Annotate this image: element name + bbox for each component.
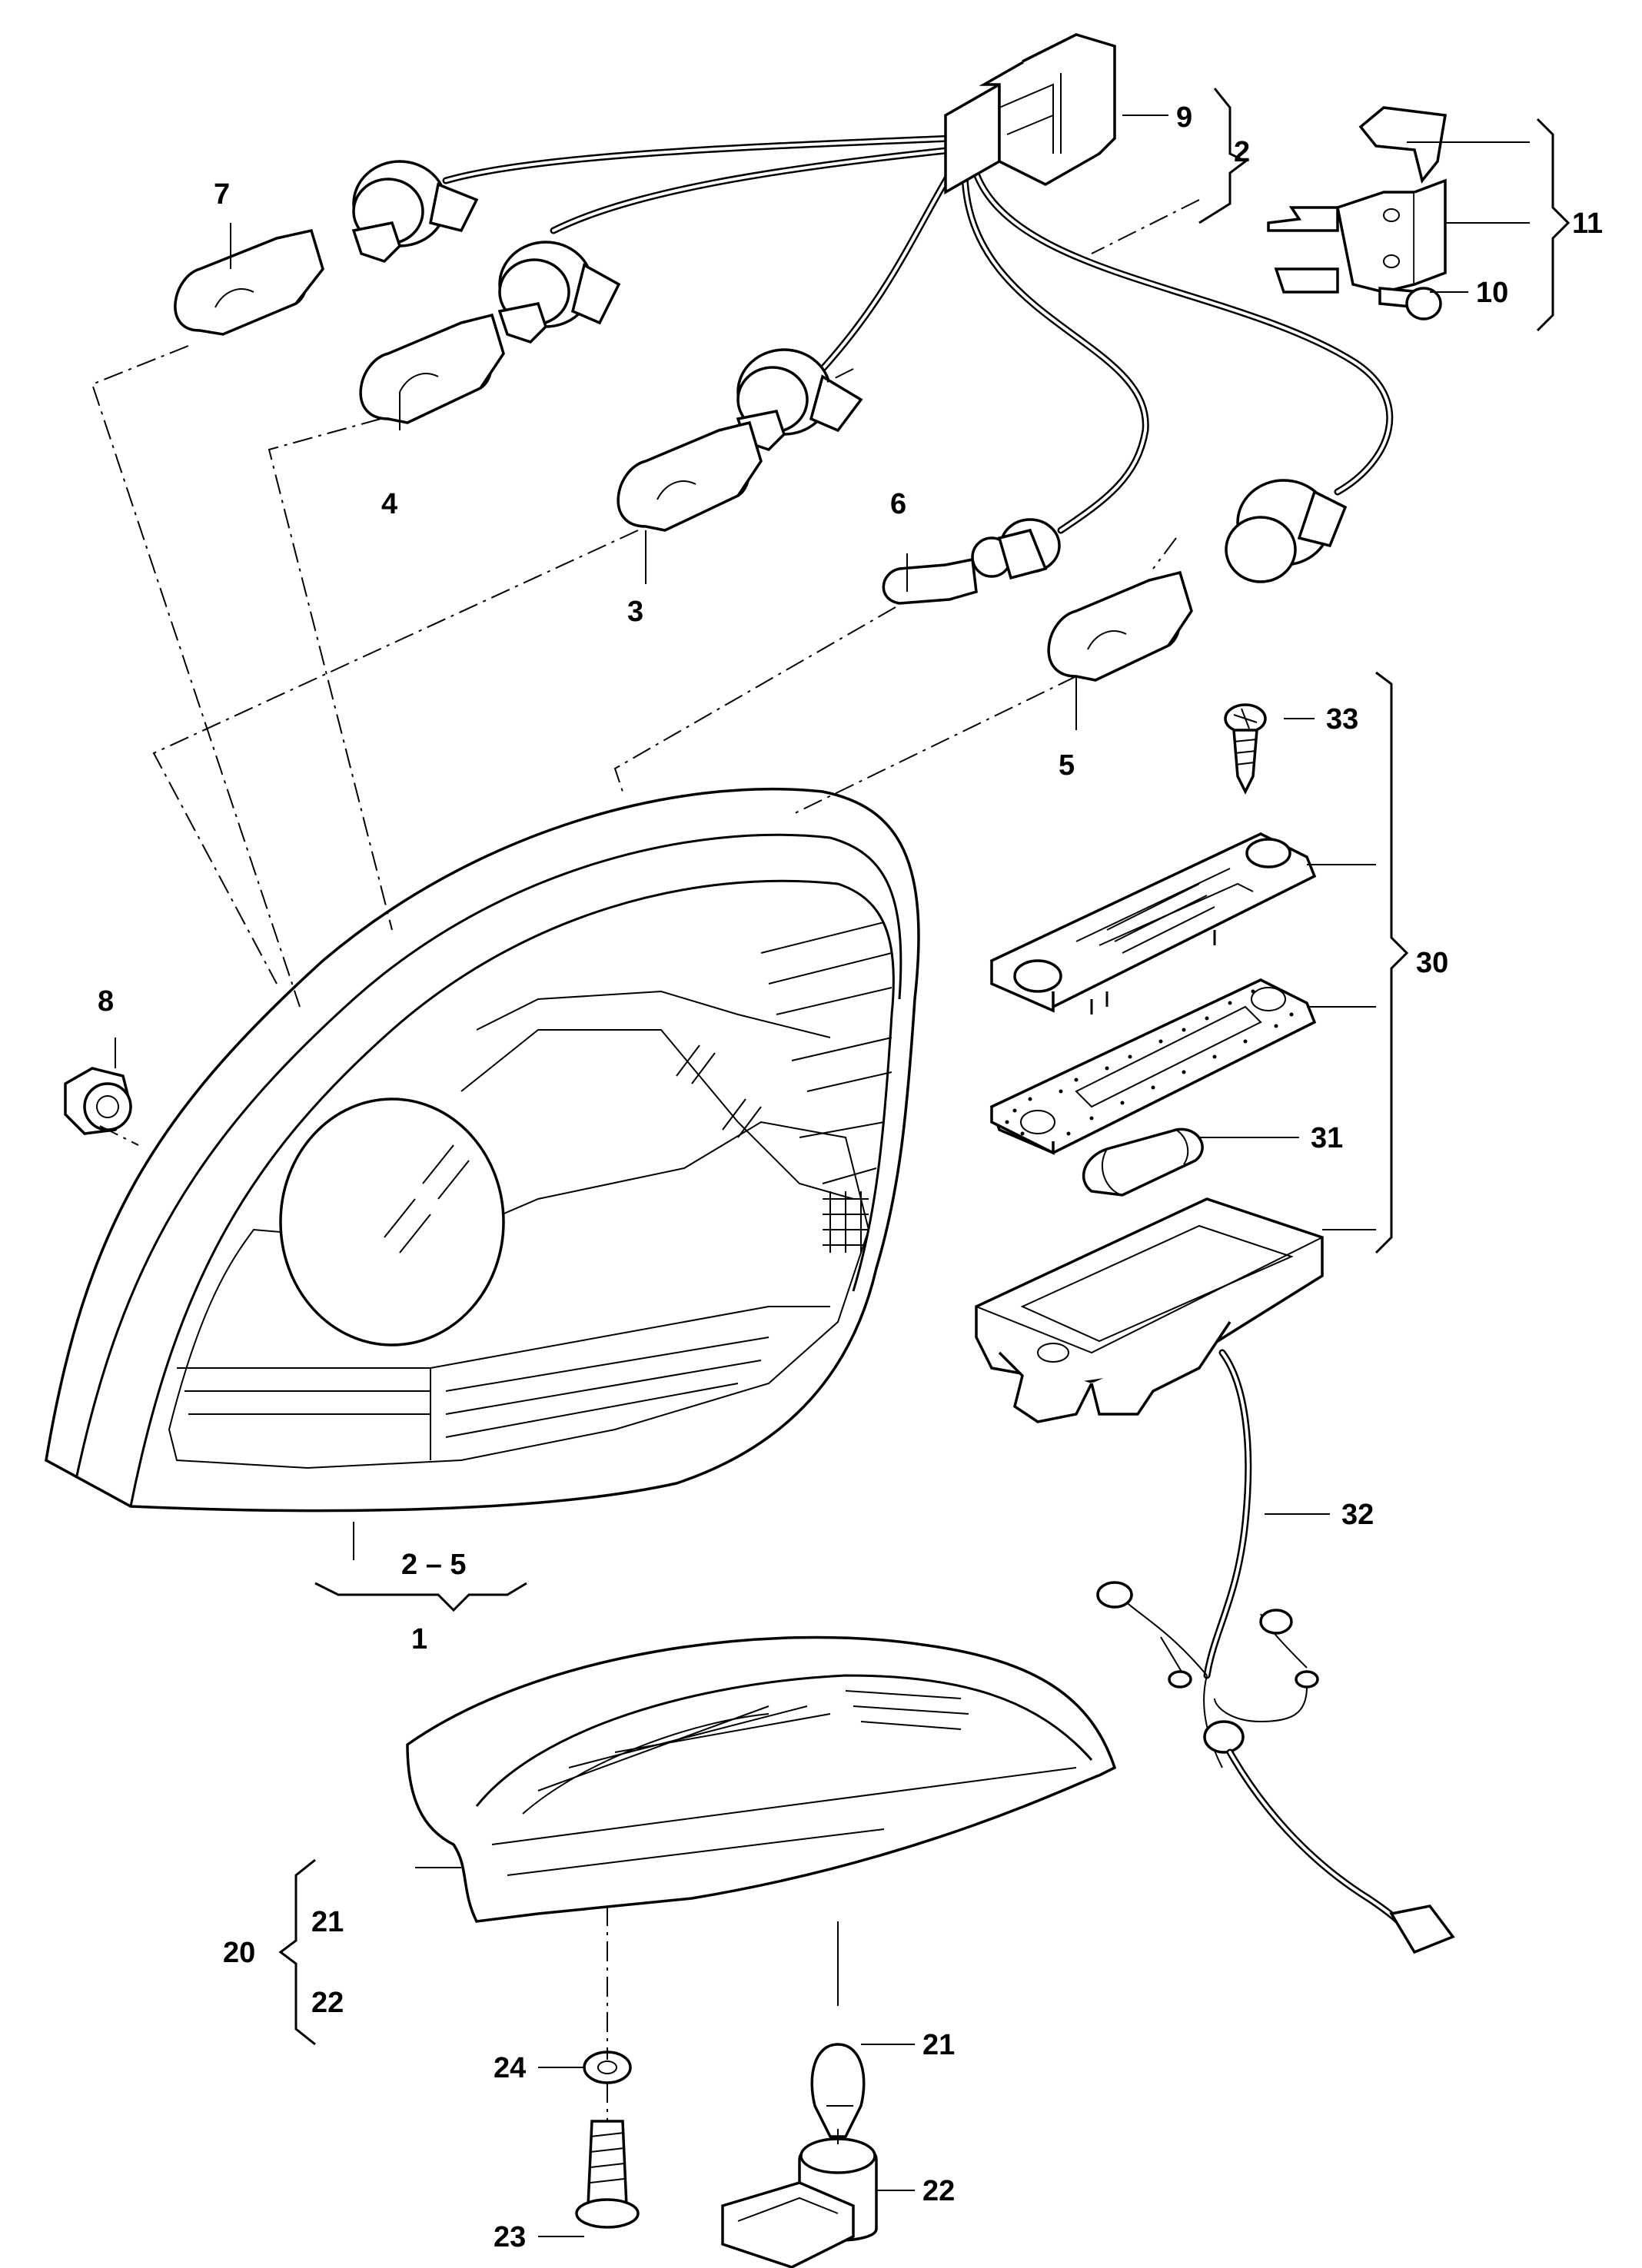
callout-30: 30 [1416,947,1448,979]
bulb-holder-7 [351,160,479,264]
nut-8 [64,1067,132,1135]
bulb-6 [882,557,978,605]
callout-2: 2 [1234,136,1250,168]
bulb-5 [1047,570,1193,682]
screw-33 [1224,703,1267,795]
callout-22-b: 22 [922,2175,955,2207]
callout-numbers: 9 2 11 10 7 4 3 6 5 33 30 31 32 8 2 – 5 … [98,101,1603,2253]
socket-22 [721,2137,878,2268]
brace-marks [278,88,1571,2046]
callout-23: 23 [494,2221,526,2253]
assembly-lines [91,199,1200,2144]
wiring-harness [442,134,1394,534]
connector-9 [944,33,1116,195]
screw-23 [575,2120,640,2229]
washer-24 [583,2050,632,2084]
bracket-11 [1267,178,1447,294]
callout-22-a: 22 [311,1987,344,2019]
callout-8: 8 [98,985,114,1018]
callout-7: 7 [214,178,230,211]
screw-10 [1378,287,1442,320]
callout-21-a: 21 [311,1906,344,1938]
brake-light-20 [406,1635,1117,1923]
bulb-4 [359,313,505,424]
housing-30 [975,1197,1324,1423]
callout-9: 9 [1176,101,1192,134]
lens-cover-30 [989,832,1317,1014]
bulb-31 [1082,1127,1204,1197]
callout-2-5: 2 – 5 [401,1549,467,1581]
callout-24: 24 [494,2052,526,2084]
bulb-holder-4 [497,241,621,344]
bulb-21 [810,2043,866,2138]
gasket-dots [1005,989,1294,1136]
clip-11 [1358,106,1448,184]
callout-21-b: 21 [922,2029,955,2061]
callout-1: 1 [411,1623,427,1655]
callout-11: 11 [1572,208,1603,240]
bulb-7 [174,228,324,336]
callout-6: 6 [890,488,906,520]
leader-lines [115,115,1530,2237]
callout-33: 33 [1326,703,1358,736]
bulb-holder-6 [971,518,1061,580]
cable-32 [1096,1349,1455,1954]
callout-4: 4 [381,488,397,520]
tail-lamp-1 [45,787,920,1513]
callout-20: 20 [223,1937,255,1969]
gasket-30 [989,978,1317,1155]
callout-31: 31 [1311,1122,1343,1154]
callout-10: 10 [1476,277,1508,309]
bulb-holder-5 [1225,479,1348,583]
callout-3: 3 [627,596,643,628]
bulb-3 [617,420,763,532]
bulb-holder-3 [736,348,863,452]
callout-5: 5 [1059,749,1075,782]
callout-32: 32 [1341,1499,1374,1531]
